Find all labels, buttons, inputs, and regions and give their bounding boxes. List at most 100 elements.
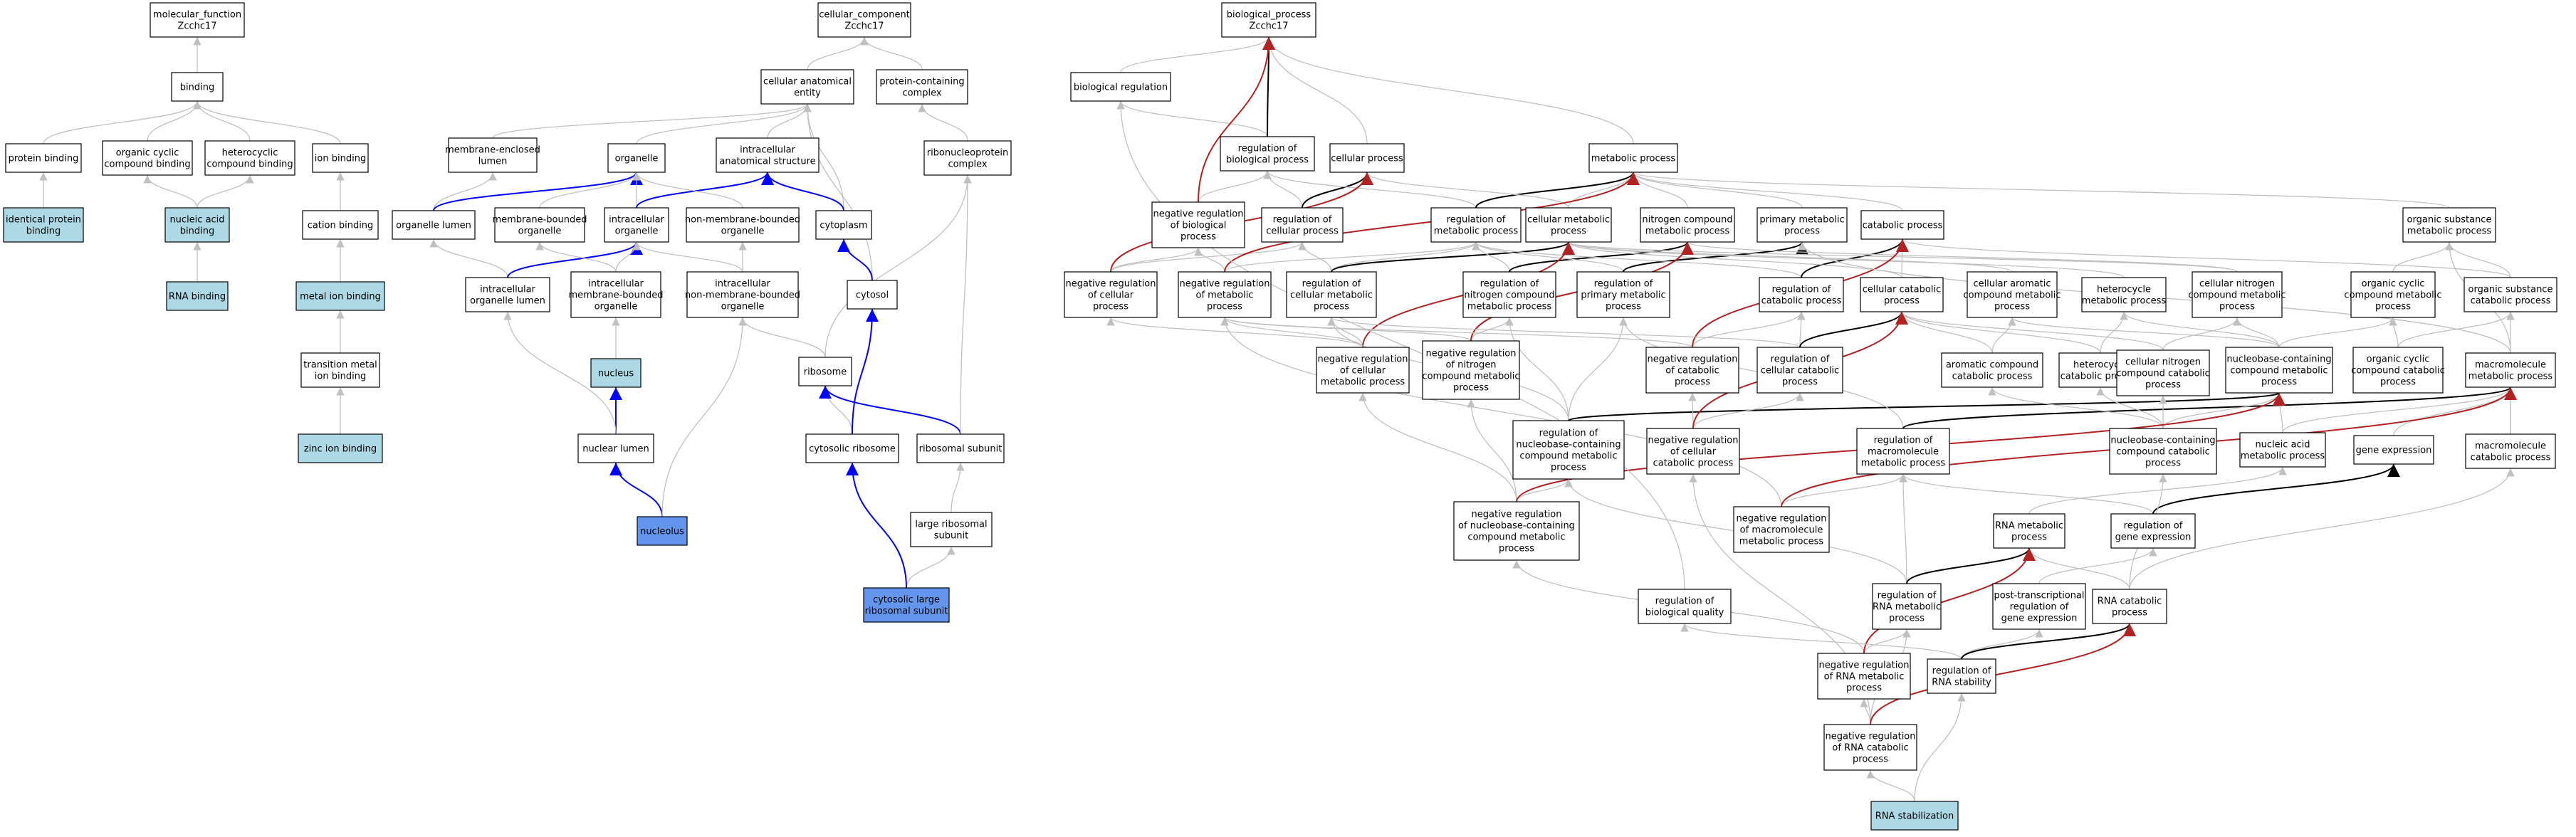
node-box-macrocat [2465,433,2556,469]
node-box-regprim [1576,271,1670,318]
node-cytoplasm[interactable]: cytoplasm [815,210,872,240]
node-nuclumen[interactable]: nuclear lumen [577,433,654,463]
node-rnabind[interactable]: RNA binding [166,281,229,311]
node-label-nucacid-line-0: nucleic acid [169,215,224,226]
node-catab[interactable]: catabolic process [1860,210,1944,240]
node-rnastab[interactable]: RNA stabilization [1870,801,1959,831]
node-cellproc[interactable]: cellular process [1329,143,1405,173]
node-label-inmbo-line-1: non-membrane-bounded [685,290,800,301]
node-ribosome[interactable]: ribosome [798,357,852,386]
node-ribosub[interactable]: ribosomal subunit [916,433,1005,463]
node-nucleolus[interactable]: nucleolus [637,516,688,546]
node-zinc[interactable]: zinc ion binding [298,433,383,463]
node-ionbind[interactable]: ion binding [312,143,369,173]
node-inmbo[interactable]: intracellularnon-membrane-boundedorganel… [685,271,800,318]
node-protbind[interactable]: protein binding [5,143,82,173]
node-cytosol[interactable]: cytosol [847,280,898,310]
node-metalion[interactable]: metal ion binding [295,281,385,311]
node-organelle[interactable]: organelle [607,143,666,173]
node-label-regbioq-line-0: regulation of [1655,596,1714,607]
node-binding[interactable]: binding [171,72,224,102]
node-metproc[interactable]: metabolic process [1588,143,1678,173]
node-geneexp[interactable]: gene expression [2353,435,2434,465]
node-label-regcellmet-line-2: process [1314,302,1349,312]
node-regnbcmp[interactable]: regulation ofnucleobase-containingcompou… [1512,420,1625,480]
node-box-clrs [863,587,950,623]
edge-is-a-regrnamet-to-regmacromet [1899,473,1907,584]
node-cationbind[interactable]: cation binding [302,210,379,240]
node-orglumen[interactable]: organelle lumen [392,210,476,240]
edge-is-a-regnbcmp-to-regprim [1568,317,1628,421]
node-cytribo[interactable]: cytosolic ribosome [805,433,899,463]
node-bioreg[interactable]: biological regulation [1070,72,1171,102]
node-nucleus[interactable]: nucleus [590,358,642,388]
